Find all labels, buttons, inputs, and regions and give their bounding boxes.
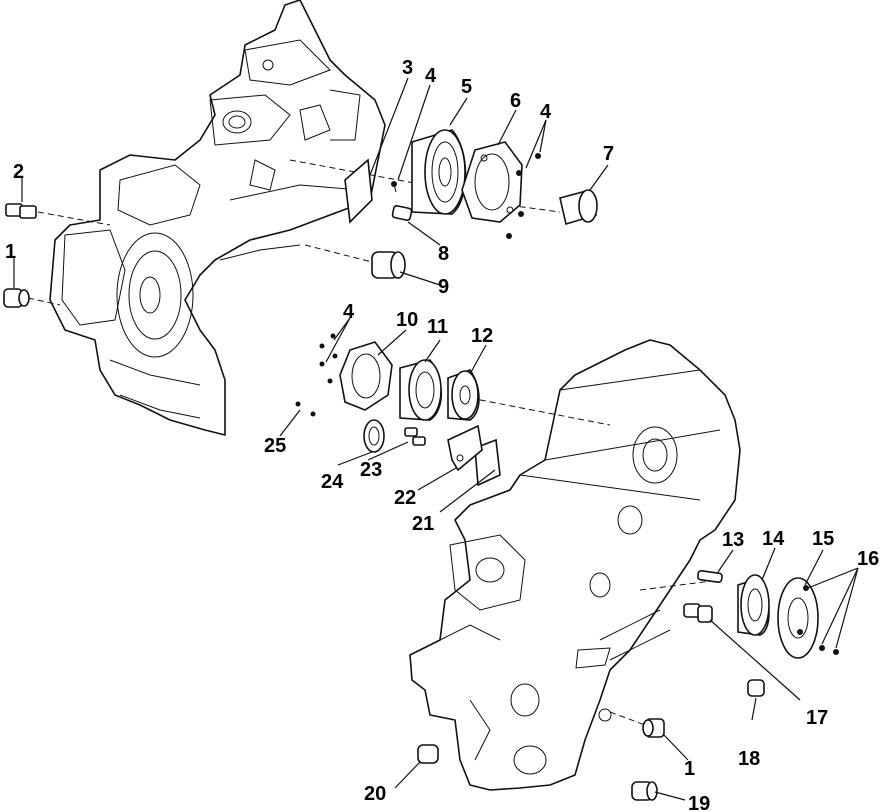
part-5-bearing (411, 129, 467, 215)
part-8-dowel (391, 205, 413, 221)
part-2-fitting (5, 203, 37, 219)
callout-19: 19 (688, 793, 710, 812)
part-4-screws-right (506, 153, 541, 239)
callout-13: 13 (722, 529, 744, 551)
callout-4-top: 4 (425, 65, 437, 87)
part-9-needle-bearing (371, 251, 406, 279)
callout-23: 23 (360, 459, 382, 481)
callout-16: 16 (857, 548, 879, 570)
part-13-pin (697, 569, 723, 584)
part-16-screws (797, 585, 839, 655)
callout-1-upper: 1 (5, 241, 16, 263)
part-17-fitting (683, 603, 713, 623)
callout-18: 18 (738, 748, 760, 770)
part-4-screw-upper (391, 181, 397, 193)
part-1-nut-upper (3, 288, 30, 308)
part-4-screws-middle (319, 333, 338, 384)
part-23-screws (404, 427, 426, 446)
right-crankcase-half (409, 339, 741, 791)
leader-lines (13, 77, 859, 801)
callout-11: 11 (427, 316, 448, 338)
part-19-plug (631, 781, 658, 801)
part-24-seal-ring (363, 419, 385, 453)
callout-21: 21 (412, 513, 434, 535)
part-1-nut-lower (642, 718, 665, 738)
part-18-plug (747, 679, 765, 697)
callout-2: 2 (13, 161, 24, 183)
part-15-retainer (777, 577, 819, 659)
part-12-seal (447, 369, 480, 421)
part-10-plate (339, 341, 393, 411)
callout-3: 3 (402, 57, 413, 79)
callout-1-lower: 1 (684, 758, 695, 780)
callout-5: 5 (461, 76, 472, 98)
part-22-bracket (447, 424, 483, 472)
part-14-bearing (737, 574, 770, 636)
part-20-plug (417, 744, 439, 764)
callout-12: 12 (471, 325, 493, 347)
callout-15: 15 (812, 528, 834, 550)
callout-24: 24 (321, 471, 344, 493)
callout-4-right: 4 (540, 101, 552, 123)
part-11-bearing (399, 359, 442, 421)
callout-10: 10 (396, 309, 418, 331)
part-25-screws (295, 401, 316, 417)
left-crankcase-half (49, 0, 386, 436)
part-6-retainer-plate (461, 141, 523, 223)
callout-4-middle: 4 (343, 301, 355, 323)
callout-20: 20 (364, 783, 386, 805)
callout-labels: 1 2 3 4 5 6 4 7 8 9 4 10 11 12 25 23 24 … (5, 57, 879, 812)
part-3-gasket (344, 158, 373, 224)
callout-8: 8 (438, 243, 449, 265)
callout-7: 7 (603, 143, 614, 165)
callout-6: 6 (510, 90, 521, 112)
callout-9: 9 (438, 276, 449, 298)
callout-17: 17 (806, 707, 828, 729)
callout-25: 25 (264, 435, 286, 457)
callout-14: 14 (762, 528, 785, 550)
part-7-bushing (559, 189, 598, 226)
callout-22: 22 (394, 487, 416, 509)
